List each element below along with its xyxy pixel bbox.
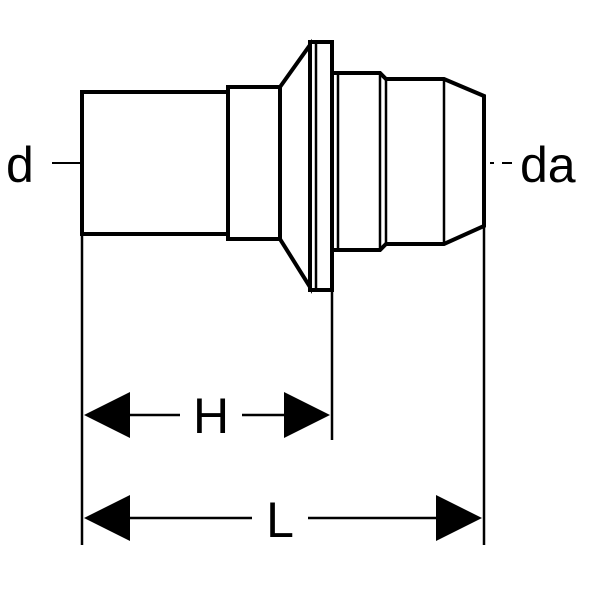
grooved-body	[330, 71, 486, 252]
dimension-h-arrow-right	[284, 392, 330, 438]
dimension-l-arrow-right	[436, 495, 482, 541]
dimension-h-label: H	[193, 388, 229, 444]
dimension-l-arrow-left	[84, 495, 130, 541]
pipe-end-left	[80, 90, 230, 236]
cone-shoulder	[278, 38, 312, 294]
dimension-l: L	[84, 492, 482, 548]
dimension-h: H	[84, 388, 330, 444]
pipe-step	[226, 85, 282, 241]
label-d: d	[6, 137, 34, 193]
flange-collar	[308, 40, 334, 292]
label-da: da	[520, 137, 576, 193]
dimension-l-label: L	[266, 492, 294, 548]
dimension-h-arrow-left	[84, 392, 130, 438]
